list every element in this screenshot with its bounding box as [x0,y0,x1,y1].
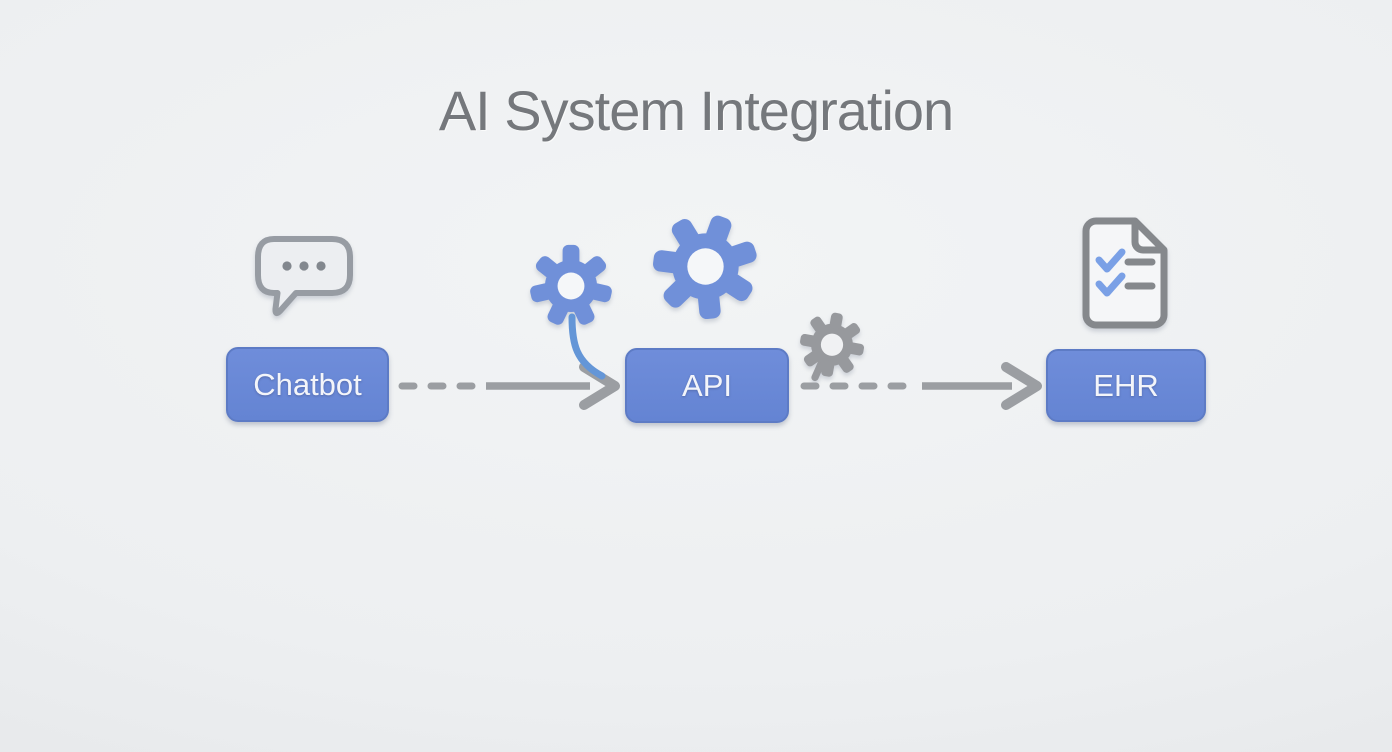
curve-gear-to-arrow [568,313,606,380]
gear-gray-icon [800,312,864,382]
node-chatbot-label: Chatbot [253,366,362,402]
page-title: AI System Integration [438,79,954,142]
node-api: API [625,348,789,423]
node-chatbot: Chatbot [226,347,389,422]
gear-small-blue-icon [530,244,612,325]
document-checklist-icon [1082,217,1168,329]
node-api-label: API [682,367,732,403]
chat-bubble-icon [255,236,353,317]
arrow-api-to-ehr [800,362,1042,410]
node-ehr: EHR [1046,349,1206,422]
node-ehr-label: EHR [1093,367,1159,403]
gear-large-blue-icon [653,215,757,320]
